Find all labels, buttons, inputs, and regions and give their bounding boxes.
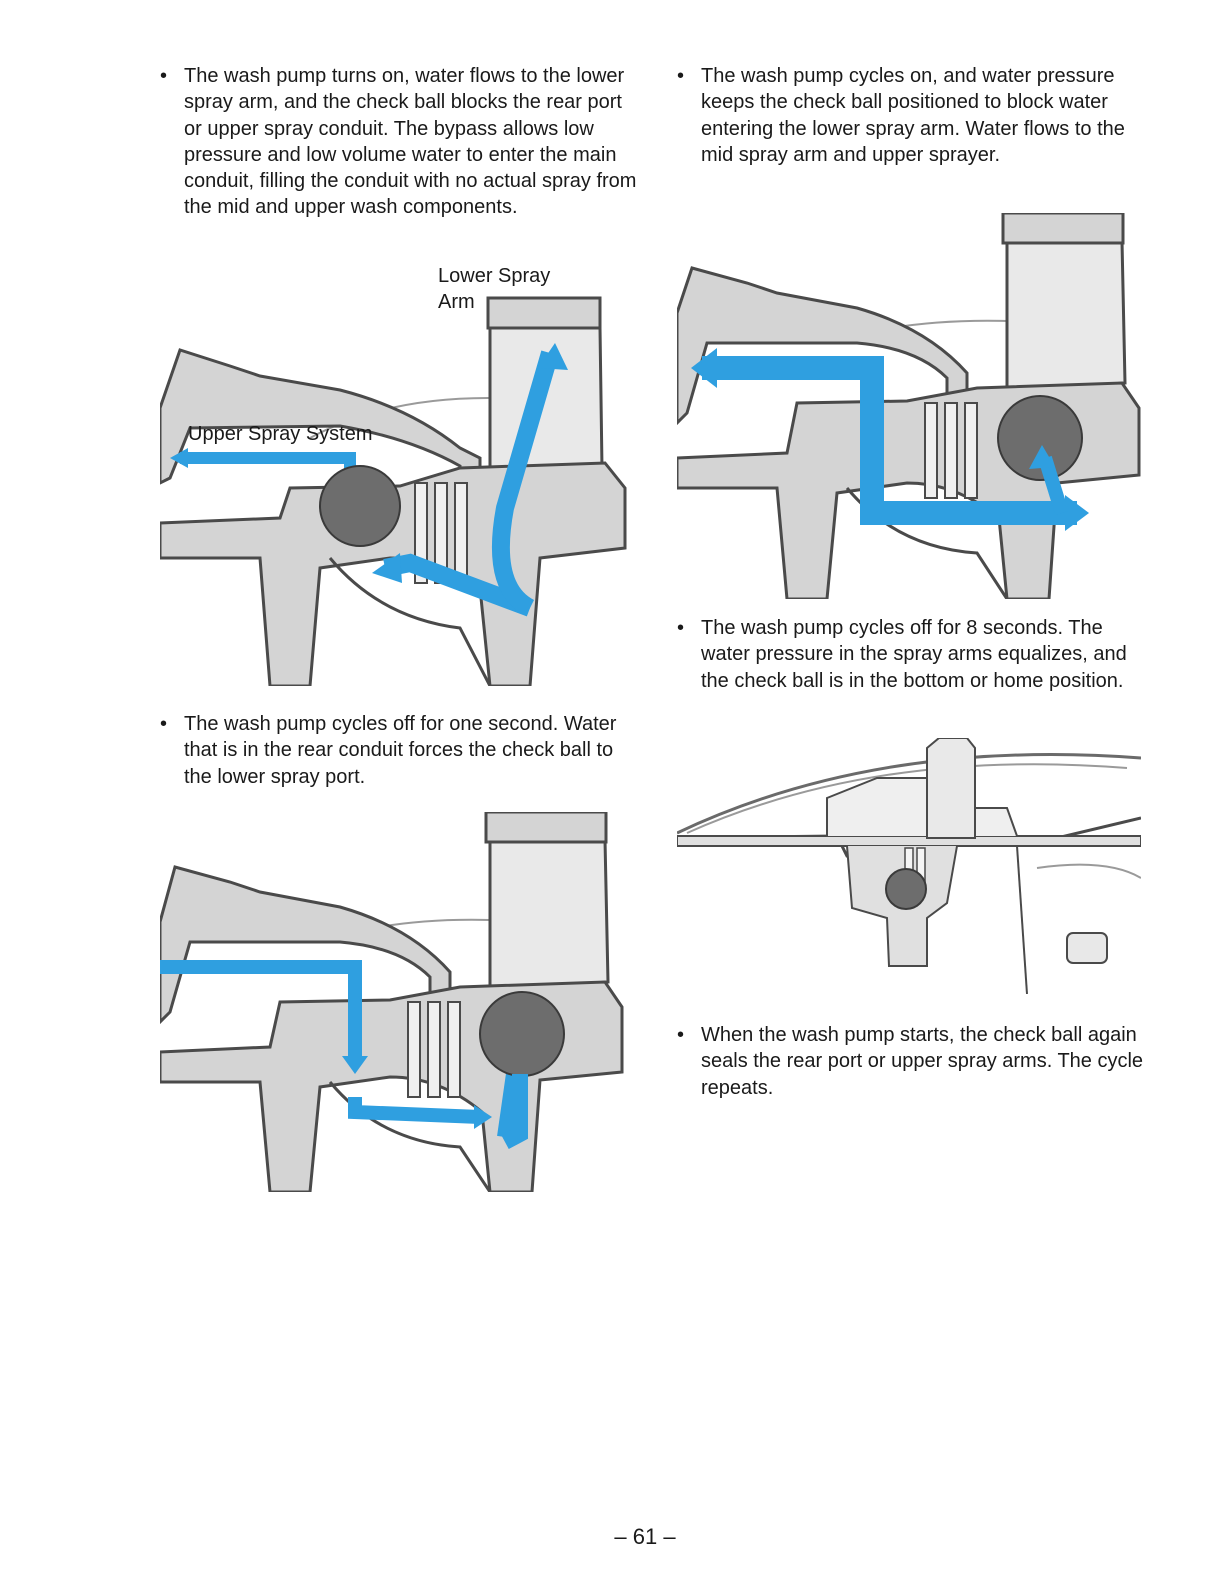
figure-pump-cycles-on [677,213,1141,599]
label-upper-spray-system: Upper Spray System [188,423,373,445]
figure-pump-on-lower-spray [160,258,628,686]
left-bullet-1-text: The wash pump turns on, water flows to t… [184,65,637,219]
pump-housing-diagram-2 [160,812,624,1192]
right-bullet-3: • When the wash pump starts, the check b… [677,1022,1157,1101]
check-ball [479,991,565,1077]
bullet-symbol: • [677,617,685,639]
figure-pump-off-one-second [160,812,624,1192]
right-bullet-2: • The wash pump cycles off for 8 seconds… [677,615,1157,694]
left-bullet-1: • The wash pump turns on, water flows to… [160,63,640,221]
left-bullet-2-text: The wash pump cycles off for one second.… [184,713,617,788]
right-bullet-1-text: The wash pump cycles on, and water press… [701,65,1125,166]
left-bullet-2: • The wash pump cycles off for one secon… [160,711,620,790]
right-bullet-3-text: When the wash pump starts, the check bal… [701,1024,1144,1099]
right-bullet-1: • The wash pump cycles on, and water pre… [677,63,1157,168]
pump-housing-diagram-1 [160,296,627,686]
check-ball [319,465,401,547]
check-ball [997,395,1083,481]
pump-housing-diagram-3 [677,213,1141,599]
bullet-symbol: • [677,1024,685,1046]
label-lower-spray-arm: Lower Spray Arm [438,265,551,313]
right-bullet-2-text: The wash pump cycles off for 8 seconds. … [701,617,1127,692]
bullet-symbol: • [677,65,685,87]
figure-pump-off-eight-seconds [677,738,1141,994]
bullet-symbol: • [160,65,168,87]
bullet-symbol: • [160,713,168,735]
pump-housing-diagram-4 [677,738,1141,994]
check-ball [885,868,927,910]
page-number: – 61 – [614,1524,676,1549]
